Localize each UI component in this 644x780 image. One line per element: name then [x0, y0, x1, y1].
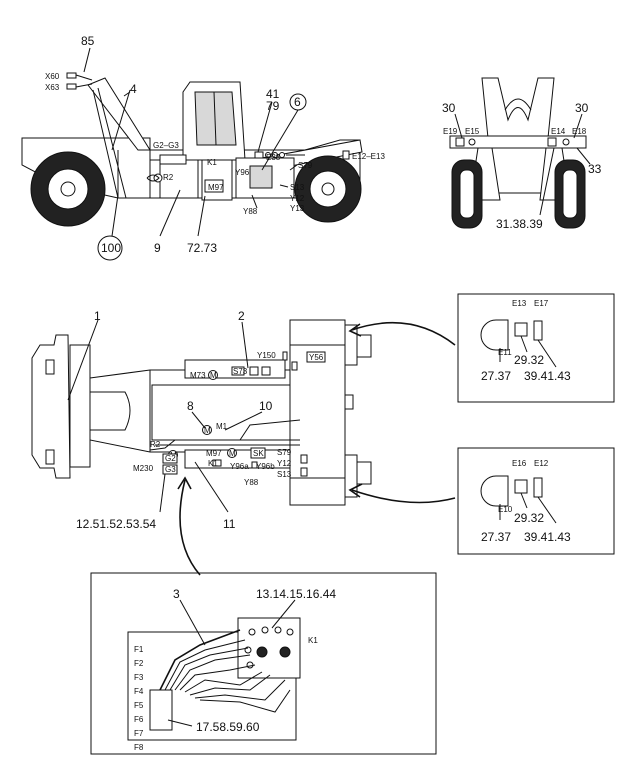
- label-9: 9: [154, 241, 161, 255]
- label-f7: F7: [134, 729, 144, 738]
- label-11: 11: [223, 517, 236, 531]
- label-g2: G2: [165, 454, 176, 463]
- label-72-73: 72.73: [187, 241, 217, 255]
- label-e13: E13: [512, 299, 527, 308]
- detail-upper-box: E13 E17 E11 29.32 27.37 39.41.43: [457, 293, 615, 403]
- label-m73: M73: [190, 371, 206, 380]
- label-e10: E10: [498, 505, 513, 514]
- label-m97: M97: [208, 183, 224, 192]
- label-79: 79: [266, 99, 280, 113]
- label-y88-top: Y88: [244, 478, 259, 487]
- label-39-41-43-lower: 39.41.43: [524, 530, 571, 544]
- label-e12: E12: [534, 459, 549, 468]
- label-x63: X63: [45, 83, 60, 92]
- label-k1-top: K1: [208, 459, 218, 468]
- label-m97-top: M97: [206, 449, 222, 458]
- label-g2-g3: G2–G3: [153, 141, 179, 150]
- label-e19: E19: [443, 127, 458, 136]
- label-2: 2: [238, 309, 245, 323]
- top-view: M M M M 1 2 Y150 Y56 M73 S73 8: [31, 309, 372, 531]
- label-17-58-59-60: 17.58.59.60: [196, 720, 260, 734]
- label-e16: E16: [512, 459, 527, 468]
- label-y12: Y12: [290, 194, 305, 203]
- label-y150: Y150: [257, 351, 276, 360]
- label-k1-detail: K1: [308, 636, 318, 645]
- rear-left-wheel: [451, 159, 483, 229]
- label-f6: F6: [134, 715, 144, 724]
- label-k1: K1: [207, 158, 217, 167]
- label-f5: F5: [134, 701, 144, 710]
- label-31-38-39: 31.38.39: [496, 217, 543, 231]
- label-30-left: 30: [442, 101, 456, 115]
- label-e14: E14: [551, 127, 566, 136]
- label-10: 10: [259, 399, 273, 413]
- label-30-right: 30: [575, 101, 589, 115]
- label-29-32-upper: 29.32: [514, 353, 544, 367]
- label-27-37-lower: 27.37: [481, 530, 511, 544]
- motor-m73-symbol: M: [210, 371, 217, 380]
- label-s79-top: S79: [277, 448, 292, 457]
- rear-wheel: [294, 155, 362, 223]
- label-6: 6: [294, 95, 301, 109]
- label-27-37-upper: 27.37: [481, 369, 511, 383]
- label-13-14-15-16-44: 13.14.15.16.44: [256, 587, 336, 601]
- label-e11: E11: [498, 348, 512, 357]
- rear-view: 30 30 E19 E15 E14 E18 33 31.38.39: [442, 77, 602, 231]
- label-r2-top: R2: [150, 440, 161, 449]
- label-s13-top: S13: [277, 470, 292, 479]
- label-e17: E17: [534, 299, 549, 308]
- detail-lower-box: E16 E12 E10 29.32 27.37 39.41.43: [457, 447, 615, 555]
- label-e38: E38: [266, 153, 281, 162]
- label-y88: Y88: [243, 207, 258, 216]
- label-m1: M1: [216, 422, 228, 431]
- label-s13: S13: [290, 183, 305, 192]
- label-y96: Y96: [235, 168, 250, 177]
- label-f3: F3: [134, 673, 144, 682]
- label-12-51-52-53-54: 12.51.52.53.54: [76, 517, 156, 531]
- label-f4: F4: [134, 687, 144, 696]
- label-e12-e13: E12–E13: [352, 152, 385, 161]
- label-x60: X60: [45, 72, 60, 81]
- fuse-detail-box: 3 13.14.15.16.44 K1 17.58.59.60 F1 F2 F3…: [90, 572, 437, 755]
- label-f8: F8: [134, 743, 144, 752]
- label-f1: F1: [134, 645, 144, 654]
- label-s73: S73: [233, 367, 248, 376]
- label-e15: E15: [465, 127, 480, 136]
- label-sk: SK: [253, 449, 264, 458]
- side-view: 85 X60 X63 4 41 79 6 G2–G3 K1 R2 E38 S79…: [21, 34, 385, 261]
- label-1: 1: [94, 309, 101, 323]
- label-33: 33: [588, 162, 602, 176]
- motor-m97-symbol: M: [229, 449, 236, 458]
- label-85: 85: [81, 34, 95, 48]
- label-y13: Y13: [290, 204, 305, 213]
- label-g3: G3: [165, 465, 176, 474]
- label-e18: E18: [572, 127, 587, 136]
- rear-right-wheel: [554, 159, 586, 229]
- label-s79: S79: [298, 161, 313, 170]
- callout-arrows: [177, 321, 456, 576]
- label-y96a: Y96a: [230, 462, 249, 471]
- label-39-41-43-upper: 39.41.43: [524, 369, 571, 383]
- label-m230: M230: [133, 464, 154, 473]
- motor-m1-symbol: M: [204, 426, 211, 435]
- label-4: 4: [130, 82, 137, 96]
- label-f2: F2: [134, 659, 144, 668]
- label-y96b: Y96b: [256, 462, 275, 471]
- label-y12-top: Y12: [277, 459, 292, 468]
- label-y56: Y56: [309, 353, 324, 362]
- e38-components: [254, 151, 305, 159]
- label-r2: R2: [163, 173, 174, 182]
- label-41: 41: [266, 87, 280, 101]
- label-8: 8: [187, 399, 194, 413]
- label-100: 100: [101, 241, 121, 255]
- label-29-32-lower: 29.32: [514, 511, 544, 525]
- front-wheel: [30, 151, 106, 227]
- label-3: 3: [173, 587, 180, 601]
